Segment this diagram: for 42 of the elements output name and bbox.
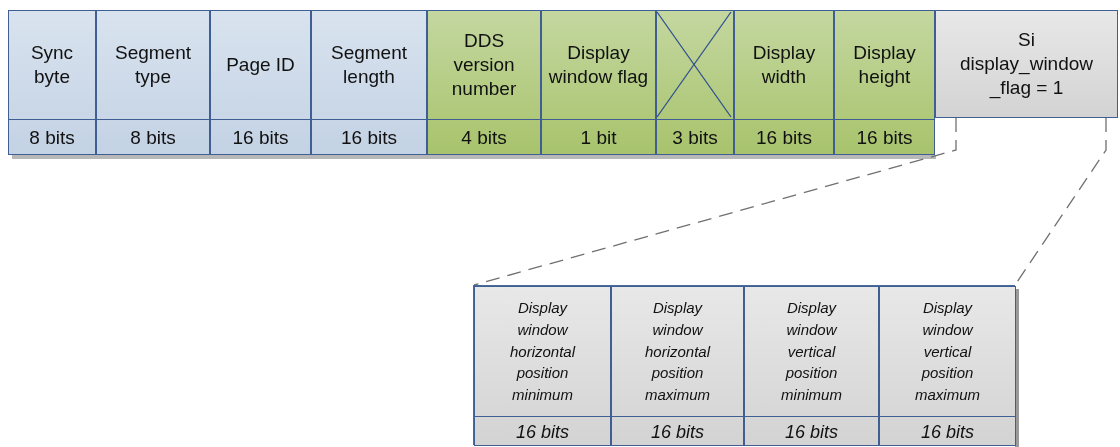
field-column [474, 286, 611, 446]
field-column [427, 10, 541, 155]
bit-length: 16 bits [784, 420, 838, 444]
field-column [744, 286, 879, 446]
bit-length: 1 bit [580, 126, 617, 150]
bit-length: 16 bits [650, 420, 704, 444]
field-column [834, 10, 935, 155]
bit-length: 8 bits [29, 126, 75, 150]
field-column [611, 286, 744, 446]
bit-length: 16 bits [756, 126, 812, 150]
field-name: Display window flag [548, 41, 649, 89]
field-column [96, 10, 210, 155]
field-column [311, 10, 427, 155]
field-name: Display window horizontal position maximum [643, 298, 712, 406]
field-name: Display window horizontal position minimum [508, 298, 577, 406]
field-column [210, 10, 311, 155]
field-name: Si display_window _flag = 1 [959, 28, 1094, 100]
field-column [935, 10, 1118, 118]
field-name: Sync byte [29, 41, 75, 89]
field-name: Segment length [329, 41, 408, 89]
field-name: Display height [852, 41, 917, 89]
bit-length: 3 bits [672, 126, 718, 150]
field-column [879, 286, 1016, 446]
field-column [656, 10, 734, 155]
table-frame [473, 285, 1015, 445]
field-name: Segment type [113, 41, 192, 89]
field-name: Display width [751, 41, 817, 89]
field-column [8, 10, 96, 155]
bit-length: 16 bits [920, 420, 974, 444]
bit-length: 16 bits [232, 126, 289, 150]
bit-length: 4 bits [461, 126, 507, 150]
field-column [541, 10, 656, 155]
zoom-leader-line [473, 117, 957, 286]
field-name: Page ID [226, 53, 295, 77]
bit-length: 8 bits [130, 126, 176, 150]
field-name: Display window vertical position minimum [780, 298, 843, 406]
bit-length: 16 bits [856, 126, 913, 150]
bit-length: 16 bits [341, 126, 397, 150]
field-name: DDS version number [450, 29, 518, 101]
bit-length: 16 bits [515, 420, 569, 444]
field-name: Display window vertical position maximum [914, 298, 981, 406]
field-column [734, 10, 834, 155]
